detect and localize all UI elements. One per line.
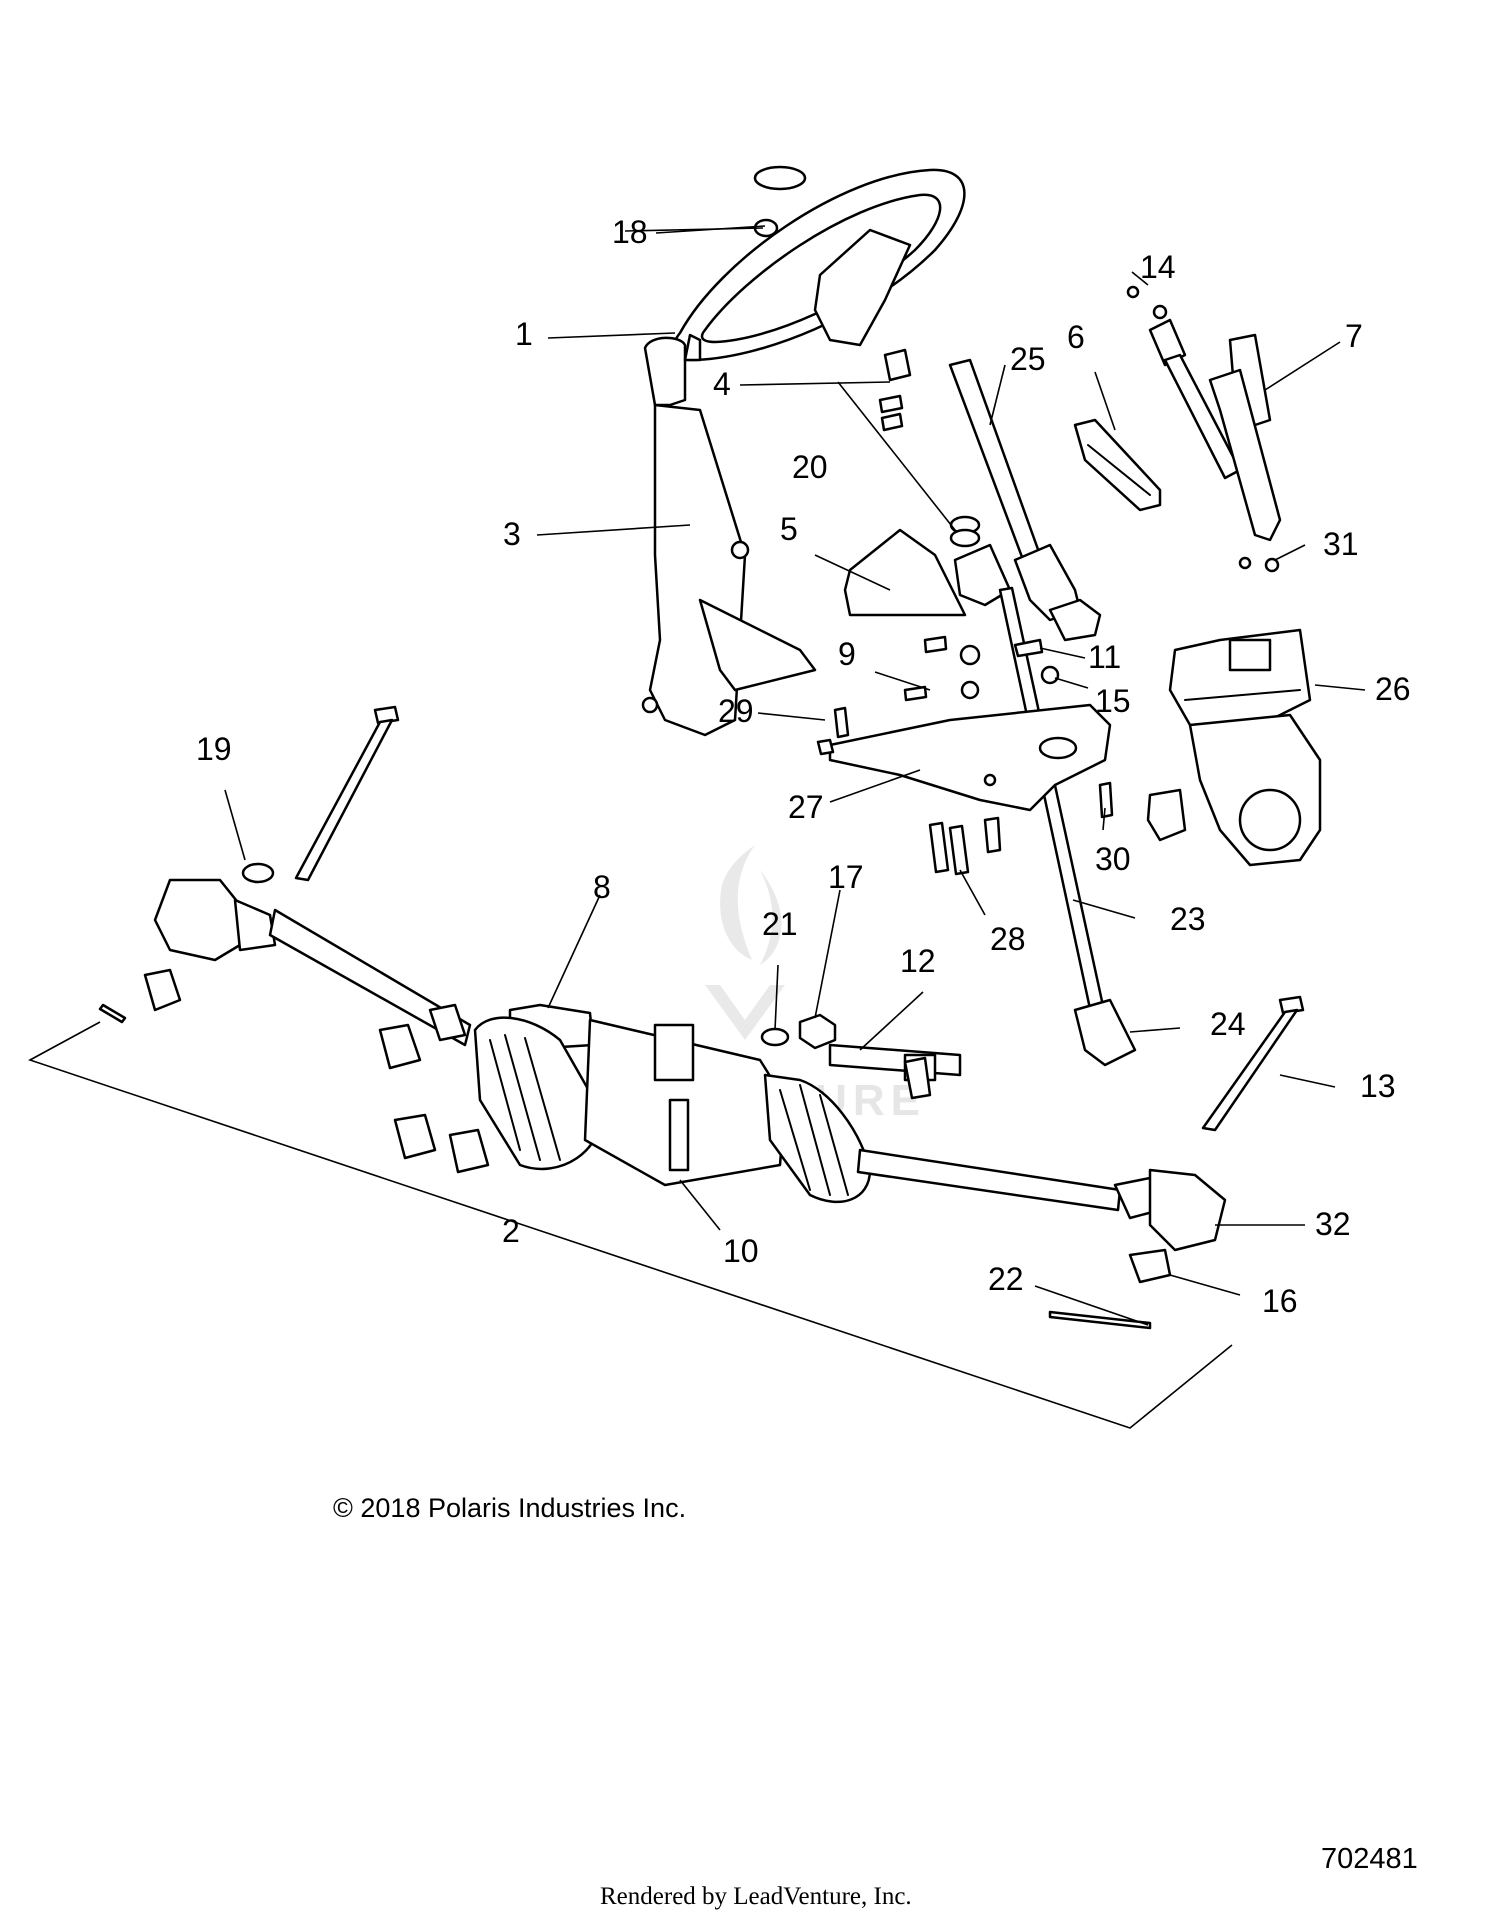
callout-4: 4: [713, 366, 731, 402]
callout-29: 29: [718, 693, 754, 729]
callout-8: 8: [593, 869, 611, 905]
shaft-bushing: [949, 515, 981, 548]
callout-leaders: [224, 225, 1366, 1326]
column-bushing: [878, 348, 912, 432]
upper-steering-shaft: [948, 358, 1102, 642]
callout-5: 5: [780, 511, 798, 547]
callout-28: 28: [990, 921, 1026, 957]
lower-u-joint: [1073, 998, 1137, 1067]
callout-17: 17: [828, 859, 864, 895]
callout-9: 9: [838, 636, 856, 672]
callout-15: 15: [1095, 683, 1131, 719]
rack-bolts: [508, 1003, 962, 1100]
callout-23: 23: [1170, 901, 1206, 937]
callout-25: 25: [1010, 341, 1046, 377]
callout-16: 16: [1262, 1283, 1298, 1319]
callout-14: 14: [1140, 249, 1176, 285]
callout-3: 3: [503, 516, 521, 552]
render-credit: Rendered by LeadVenture, Inc.: [600, 1883, 912, 1910]
callout-21: 21: [762, 906, 798, 942]
tilt-bracket: [641, 333, 817, 737]
shaft-cover: [1073, 418, 1162, 512]
callout-12: 12: [900, 943, 936, 979]
callout-24: 24: [1210, 1006, 1246, 1042]
drawing-number: 702481: [1321, 1843, 1418, 1875]
callout-30: 30: [1095, 841, 1131, 877]
callout-18: 18: [612, 214, 648, 250]
steering-wheel: [672, 165, 966, 362]
callout-10: 10: [723, 1233, 759, 1269]
steering-rack: [153, 878, 1227, 1252]
callout-20: 20: [792, 449, 828, 485]
callout-6: 6: [1067, 319, 1085, 355]
callout-11: 11: [1088, 639, 1121, 675]
rack-assembly-outline: [28, 1021, 1233, 1429]
tilt-gas-shock: [1148, 318, 1282, 542]
callout-22: 22: [988, 1261, 1024, 1297]
callout-13: 13: [1360, 1068, 1396, 1104]
callout-7: 7: [1345, 318, 1363, 354]
callout-26: 26: [1375, 671, 1411, 707]
mounting-bracket: [828, 703, 1112, 812]
copyright-notice: © 2018 Polaris Industries Inc.: [333, 1493, 687, 1523]
callout-labels: 1 2 3 4 5 6 7 8 9 10 11 12 13 14 15 16 1…: [196, 214, 1411, 1319]
callout-32: 32: [1315, 1206, 1351, 1242]
callout-31: 31: [1323, 526, 1359, 562]
hardware: [816, 285, 1280, 876]
callout-27: 27: [788, 789, 824, 825]
callout-19: 19: [196, 731, 232, 767]
column-cover: [843, 528, 967, 617]
bolts-long: [241, 705, 1305, 1132]
callout-1: 1: [515, 316, 533, 352]
callout-2: 2: [502, 1213, 520, 1249]
eps-unit: [1168, 628, 1322, 867]
tie-rod-hardware: [98, 968, 1172, 1330]
